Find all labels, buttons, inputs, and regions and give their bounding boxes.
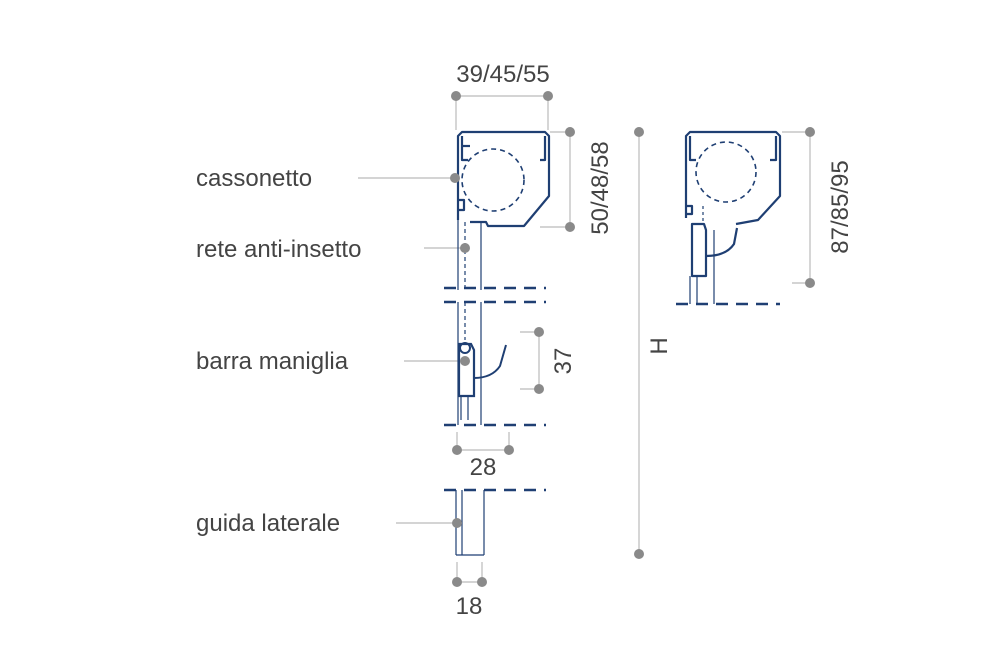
label-barra-maniglia: barra maniglia (196, 348, 349, 375)
dimension-dots (450, 91, 815, 587)
alt-cassonetto-profile (684, 130, 782, 278)
label-cassonetto: cassonetto (196, 165, 312, 192)
barra-maniglia-profile (457, 302, 507, 425)
cassonetto-profile (456, 130, 551, 228)
dimension-lines (455, 95, 811, 583)
label-leaders (358, 177, 465, 524)
label-rete-anti-insetto: rete anti-insetto (196, 236, 361, 263)
dim-box-height: 50/48/58 (587, 141, 614, 234)
alt-guide-profile (689, 206, 715, 304)
dim-alt-box-height: 87/85/95 (827, 160, 854, 253)
break-lines (444, 286, 780, 492)
dim-handle-height: 37 (550, 348, 577, 375)
rete-anti-insetto-profile (457, 220, 482, 290)
label-guida-laterale: guida laterale (196, 510, 340, 537)
dim-top-width: 39/45/55 (456, 61, 549, 88)
dim-handle-width: 28 (470, 454, 497, 481)
dim-guide-width: 18 (456, 593, 483, 620)
dim-total-height: H (646, 337, 673, 354)
